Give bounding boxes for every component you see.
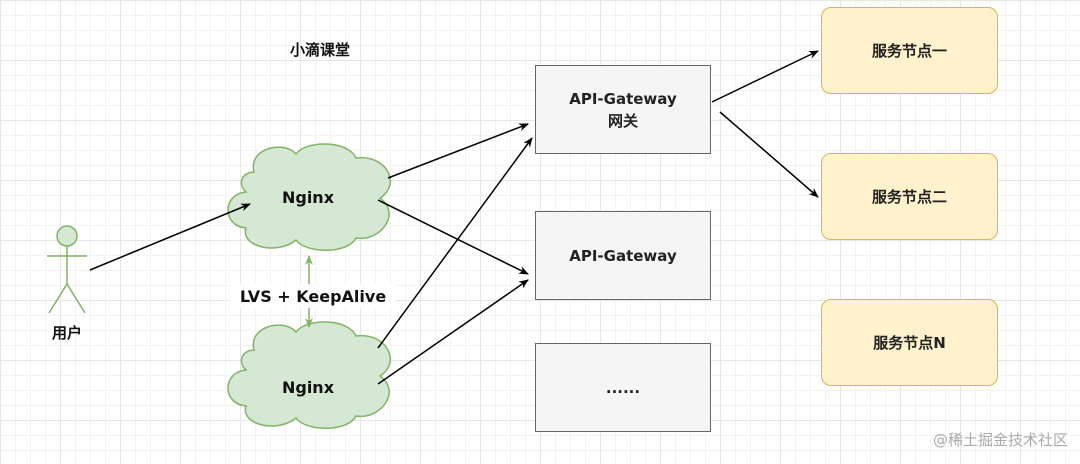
service-2-label: 服务节点二 <box>871 187 947 206</box>
nginx-bottom-cloud-shape <box>227 321 391 429</box>
lvs-keepalive-label: LVS + KeepAlive <box>230 284 396 308</box>
nginx-bottom-label: Nginx <box>281 377 335 397</box>
arrow-nginx-bottom-to-gateway-2 <box>377 279 529 385</box>
diagram-title: 小滴课堂 <box>289 40 350 59</box>
arrow-nginx-top-to-gateway-2 <box>377 199 529 275</box>
nginx-top-cloud-shape <box>227 143 391 251</box>
gateway-node-more: ...... <box>535 343 711 432</box>
arrow-nginx-top-to-gateway-1 <box>387 123 529 179</box>
user-label: 用户 <box>51 323 82 342</box>
gateway-node-1: API-Gateway 网关 <box>535 65 711 154</box>
watermark-text: @稀土掘金技术社区 <box>932 431 1068 449</box>
gateway-2-label: API-Gateway <box>569 246 677 265</box>
gateway-node-2: API-Gateway <box>535 211 711 300</box>
arrow-gateway-to-service-1 <box>711 50 819 103</box>
service-node-n: 服务节点N <box>821 299 998 386</box>
arrow-nginx-bottom-to-gateway-1 <box>377 137 533 349</box>
service-node-2: 服务节点二 <box>821 153 998 240</box>
user-icon <box>47 225 87 314</box>
nginx-top-label: Nginx <box>281 187 335 207</box>
service-n-label: 服务节点N <box>873 333 946 352</box>
service-1-label: 服务节点一 <box>871 41 947 60</box>
arrow-gateway-to-service-2 <box>719 111 819 198</box>
service-node-1: 服务节点一 <box>821 7 998 94</box>
gateway-more-label: ...... <box>605 378 641 397</box>
gateway-1-line1: API-Gateway <box>569 89 677 108</box>
gateway-1-line2: 网关 <box>607 111 638 130</box>
arrow-user-to-nginx <box>89 203 251 271</box>
